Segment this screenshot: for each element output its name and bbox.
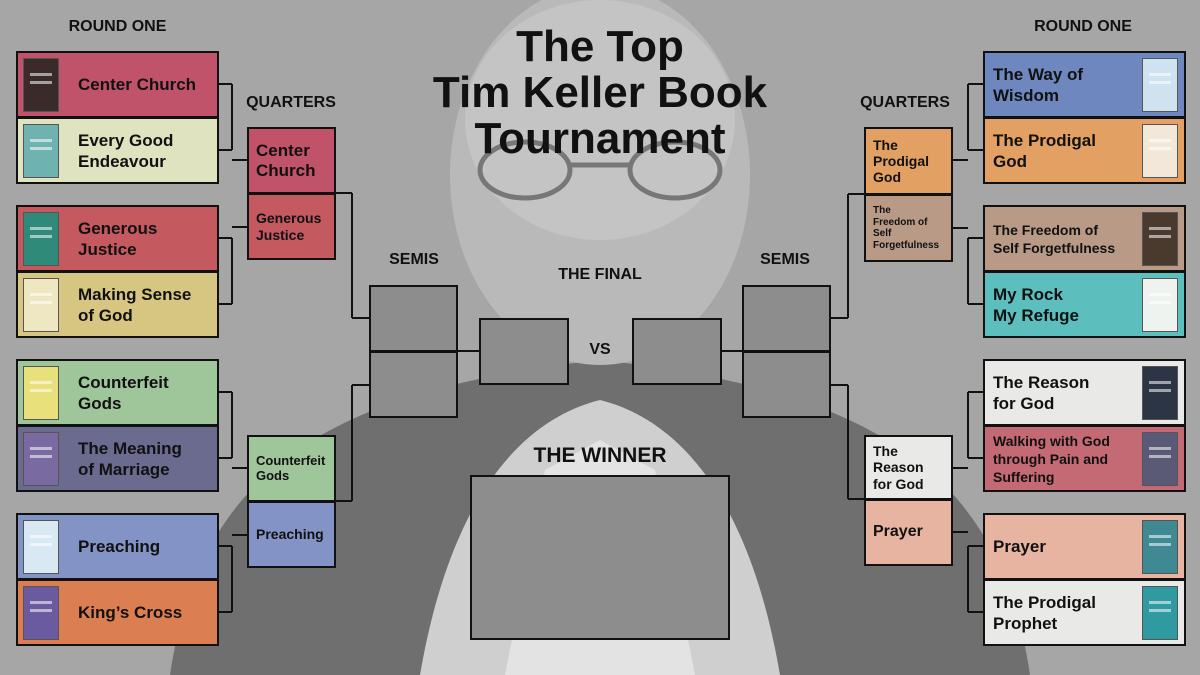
round-one-left-slot-8: King’s Cross (16, 579, 219, 646)
book-cover-image (23, 366, 59, 420)
book-cover-image (1142, 520, 1178, 574)
book-cover-image (23, 58, 59, 112)
round-one-left-label: ROUND ONE (68, 18, 167, 35)
book-cover-image (1142, 212, 1178, 266)
final-left-slot (479, 318, 569, 385)
round-one-left-slot-1: Center Church (16, 51, 219, 118)
book-cover-image (23, 520, 59, 574)
final-label: THE FINAL (558, 266, 642, 283)
book-cover-image (23, 432, 59, 486)
semis-right-slot-2 (742, 351, 831, 418)
vs-label: VS (589, 341, 611, 358)
final-right-slot (632, 318, 722, 385)
round-one-right-slot-7: Prayer (983, 513, 1186, 580)
book-cover-image (1142, 124, 1178, 178)
book-cover-image (1142, 366, 1178, 420)
quarters-left-label: QUARTERS (246, 94, 336, 111)
book-cover-image (23, 278, 59, 332)
winner-box (470, 475, 730, 640)
book-cover-image (1142, 278, 1178, 332)
book-cover-image (1142, 432, 1178, 486)
winner-label: THE WINNER (533, 444, 667, 467)
book-cover-image (23, 212, 59, 266)
book-title: Preaching (78, 537, 161, 556)
semis-right-slot-1 (742, 285, 831, 352)
quarters-right-slot-4: Prayer (864, 499, 953, 566)
quarters-right-label: QUARTERS (860, 94, 950, 111)
quarters-left-slot-4: Preaching (247, 501, 336, 568)
book-title: King’s Cross (78, 603, 183, 622)
round-one-left-slot-7: Preaching (16, 513, 219, 580)
book-cover-image (23, 586, 59, 640)
book-cover-image (23, 124, 59, 178)
semis-left-slot-1 (369, 285, 458, 352)
book-cover-image (1142, 58, 1178, 112)
title-line-1: The Top (516, 22, 684, 71)
book-title: Center Church (78, 75, 197, 94)
title-line-3: Tournament (474, 114, 726, 163)
title-line-2: Tim Keller Book (432, 68, 768, 117)
semis-left-label: SEMIS (389, 251, 439, 268)
book-title: Prayer (993, 537, 1046, 556)
page-title: The Top Tim Keller Book Tournament (360, 24, 840, 162)
book-cover-image (1142, 586, 1178, 640)
semis-left-slot-2 (369, 351, 458, 418)
round-one-right-label: ROUND ONE (1034, 18, 1132, 35)
semis-right-label: SEMIS (760, 251, 810, 268)
